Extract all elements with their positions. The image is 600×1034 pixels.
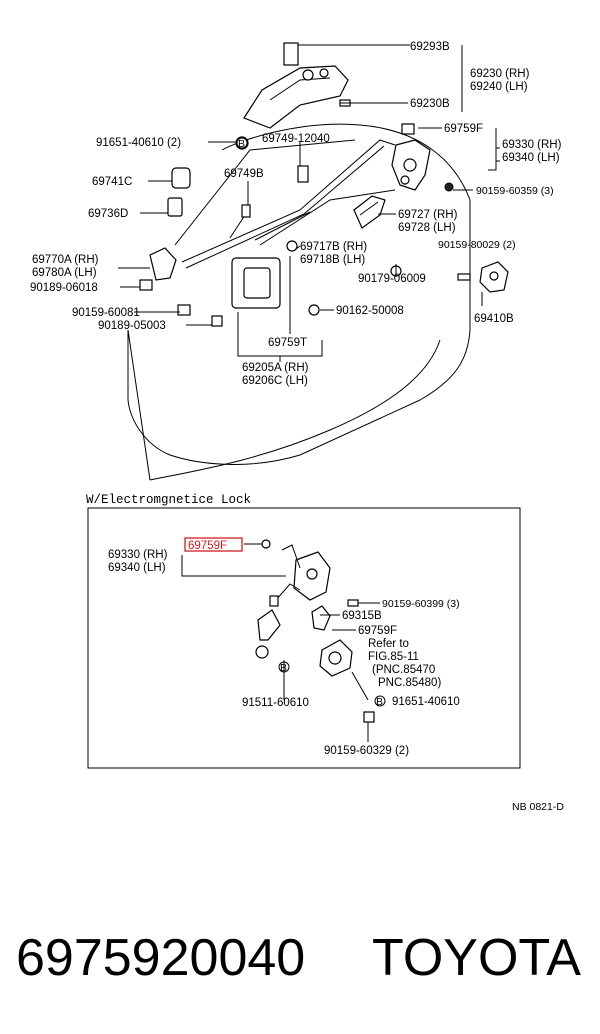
inset-label-91511: 91511-60610 [242,697,309,709]
label-69205A: 69205A (RH) [242,362,309,374]
circle-b-icon: B [236,137,248,150]
label-90159-60359: 90159-60359 (3) [476,185,554,197]
label-90179: 90179-06009 [358,273,426,285]
lock-cylinder-69727 [353,195,386,229]
inset-leaders [181,543,380,742]
brand-name: TOYOTA [372,929,581,987]
label-69759F-top: 69759F [444,123,483,135]
svg-text:B: B [238,138,245,150]
circle-b-icon: B [374,695,386,708]
label-69718B: 69718B (LH) [300,254,365,266]
inset-labels: 69759F 69330 (RH) 69340 (LH) 90159-60399… [108,537,460,757]
refer-line-4: PNC.85480) [378,677,441,689]
label-69770A: 69770A (RH) [32,254,99,266]
label-69728: 69728 (LH) [398,222,456,234]
door-drawing [127,123,471,481]
circle-b-icon: B [278,661,290,674]
label-69293B: 69293B [410,41,450,53]
part-number: 6975920040 [16,929,305,987]
refer-line-2: FIG.85-11 [368,651,419,663]
label-69230: 69230 (RH) [470,68,530,80]
inset-label-69759F: 69759F [358,625,397,637]
diagram-code: NB 0821-D [512,801,564,813]
label-90159-80029: 90159-80029 (2) [438,239,516,251]
main-labels: 69293B 69230 (RH) 69240 (LH) 69230B 9165… [30,41,562,387]
inset-label-91651: 91651-40610 [392,696,460,708]
bellcrank-69770A [139,247,177,291]
label-69206C: 69206C (LH) [242,375,308,387]
label-69749: 69749-12040 [262,133,330,145]
inset-label-69340: 69340 (LH) [108,562,166,574]
label-69410B: 69410B [474,313,514,325]
inside-handle [231,240,298,309]
label-69741C: 69741C [92,176,132,188]
label-69230B: 69230B [410,98,450,110]
door-lock [391,123,454,192]
label-69330-top: 69330 (RH) [502,139,562,151]
label-69340-top: 69340 (LH) [502,152,560,164]
label-69759T: 69759T [268,337,307,349]
lock-knob [167,167,191,217]
label-90189-06018: 90189-06018 [30,282,98,294]
label-69240: 69240 (LH) [470,81,528,93]
fasteners [177,136,402,327]
label-90189-05003: 90189-05003 [98,320,166,332]
inset-label-90159-60329: 90159-60329 (2) [324,745,409,757]
label-90162: 90162-50008 [336,305,404,317]
outside-handle [243,42,349,129]
label-69759F-highlight: 69759F [188,540,227,552]
inset-title: W/Electromgnetice Lock [86,493,251,507]
inset-label-69315B: 69315B [342,610,382,622]
label-91651-top: 91651-40610 (2) [96,137,181,149]
inset-drawing [255,539,375,723]
label-69780A: 69780A (LH) [32,267,97,279]
svg-text:B: B [280,662,287,674]
leader-lines [118,44,497,362]
inset-label-69330: 69330 (RH) [108,549,168,561]
label-69749B: 69749B [224,168,264,180]
inset-frame [87,507,521,769]
svg-text:B: B [376,696,383,708]
inset-label-90159-60399: 90159-60399 (3) [382,598,460,610]
highlight-box [184,537,243,552]
label-69727: 69727 (RH) [398,209,458,221]
refer-line-1: Refer to [368,638,409,650]
label-90159-60081: 90159-60081 [72,307,140,319]
label-69717B: 69717B (RH) [300,241,367,253]
refer-line-3: (PNC.85470 [372,664,435,676]
label-69736D: 69736D [88,208,128,220]
striker-69410B [457,261,509,293]
